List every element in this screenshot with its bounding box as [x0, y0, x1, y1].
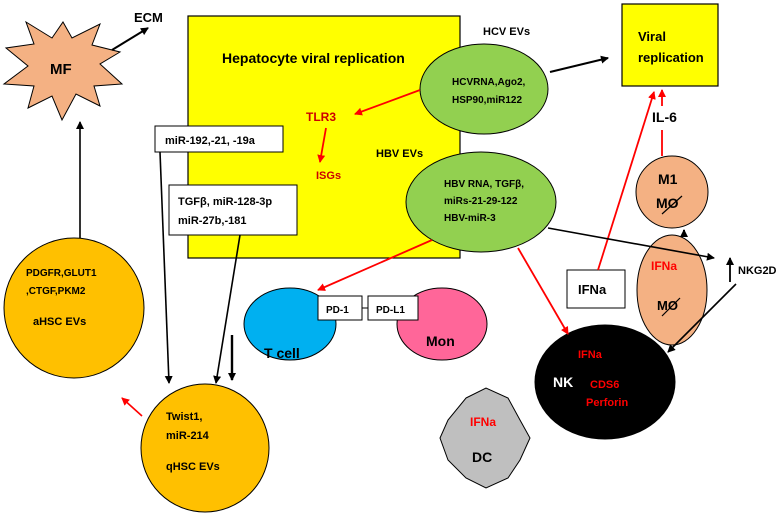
viral-replication-box: [621, 3, 719, 87]
mf-label: MF: [50, 61, 72, 78]
qhsc-evs-node: [140, 383, 270, 513]
ifna-to-replication-arrow: [597, 91, 656, 271]
mf-starburst: [2, 20, 124, 122]
m1-label: M1 MO: [656, 171, 681, 211]
nk-cell-node: [534, 324, 676, 440]
tlr3-to-isgs-arrow: [317, 127, 327, 163]
nkg2d-label: NKG2D: [738, 265, 777, 277]
nk-contents-label: IFNa NK CDS6 Perforin: [553, 349, 628, 409]
dc-contents-label: IFNa DC: [470, 415, 499, 465]
hbv-contents-label: HBV RNA, TGFβ, miRs-21-29-122 HBV-miR-3: [444, 179, 527, 224]
m1-slash: [661, 195, 683, 215]
mir-192-box: [154, 125, 284, 153]
hbv-evs-node: [405, 151, 557, 253]
t-cell-node: [243, 287, 337, 361]
pdl1-label: PD-L1: [376, 305, 405, 316]
hbv-to-tcell-arrow: [317, 239, 433, 291]
tgf-beta-box: [168, 184, 298, 236]
dc-node: [439, 387, 531, 489]
nkg2d-to-nk-arrow: [667, 283, 737, 353]
qhsc-contents-label: Twist1, miR-214 qHSC EVs: [166, 411, 220, 473]
t-cell-label: T cell: [264, 345, 300, 361]
hcv-evs-label: HCV EVs: [483, 26, 530, 38]
hbv-to-nk-arrow: [517, 247, 569, 335]
hcv-evs-node: [419, 43, 549, 135]
mf-to-ecm-arrow: [111, 27, 149, 51]
tgf-beta-label: TGFβ, miR-128-3p miR-27b,-181: [178, 196, 275, 227]
hcv-to-tlr3-arrow: [354, 89, 421, 116]
ecm-label: ECM: [134, 10, 163, 25]
mon-label: Mon: [426, 333, 455, 349]
il6-label: IL-6: [652, 109, 677, 125]
pd1-label: PD-1: [326, 305, 349, 316]
ifna-box-label: IFNa: [578, 282, 607, 297]
viral-replication-label: Viral replication: [638, 29, 704, 65]
pd1-box: [317, 295, 363, 321]
mir-192-label: miR-192,-21, -19a: [165, 135, 256, 147]
m0-slash: [661, 297, 681, 317]
hcv-to-replication-arrow: [549, 55, 609, 73]
m0-label: IFNa MO: [651, 258, 681, 313]
ahsc-contents-label: PDGFR,GLUT1 ,CTGF,PKM2 aHSC EVs: [26, 268, 99, 328]
isgs-label: ISGs: [316, 170, 341, 182]
ahsc-evs-node: [3, 237, 145, 379]
hepatocyte-title: Hepatocyte viral replication: [222, 50, 405, 66]
tlr3-label: TLR3: [306, 110, 336, 124]
qhsc-to-ahsc-arrow: [121, 397, 143, 417]
ifna-box: [566, 269, 626, 309]
pdl1-box: [367, 295, 419, 321]
tgf-to-qhsc-arrow: [213, 234, 241, 384]
mir192-to-qhsc-arrow: [159, 151, 173, 384]
m0-macrophage-node: [636, 234, 708, 346]
hbv-to-nkg2d-arrow: [547, 227, 715, 261]
m1-macrophage-node: [635, 155, 709, 229]
hbv-evs-label: HBV EVs: [376, 148, 423, 160]
hcv-contents-label: HCVRNA,Ago2, HSP90,miR122: [452, 77, 528, 106]
mon-node: [396, 287, 488, 361]
